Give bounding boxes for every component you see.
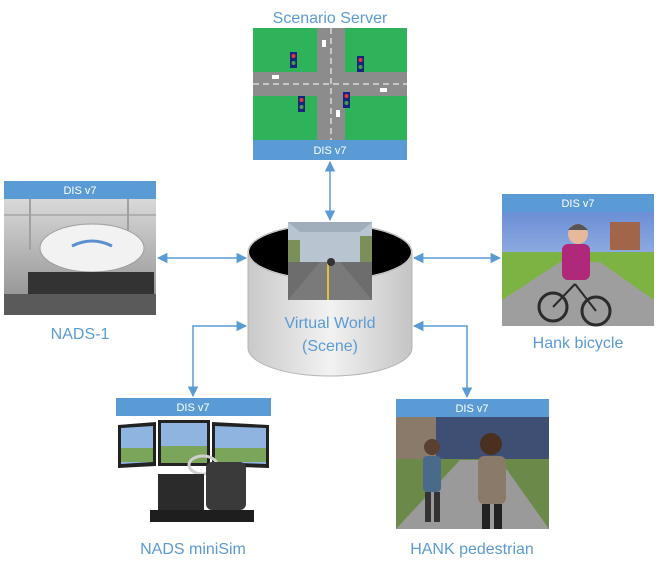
scenario-server-dis-bar — [253, 140, 407, 160]
scene-view-image — [288, 222, 372, 300]
nads1-dis-label: DIS v7 — [63, 185, 96, 197]
nads-minisim-image — [116, 416, 271, 528]
hank-bicycle-image — [502, 212, 654, 327]
nads1-label: NADS-1 — [51, 326, 110, 343]
hank-bicycle-dis-bar — [502, 194, 654, 212]
arrow-hank-pedestrian — [412, 320, 473, 399]
virtual-world-label: Virtual World — [285, 315, 376, 332]
node-nads1: DIS v7 NADS-1 — [4, 181, 156, 343]
arrow-nads-minisim — [187, 320, 248, 398]
nads-minisim-dis-bar — [116, 398, 271, 416]
hank-pedestrian-dis-bar — [396, 399, 549, 417]
scene-label: (Scene) — [302, 338, 358, 355]
hank-bicycle-dis-label: DIS v7 — [561, 198, 594, 210]
nads1-dis-bar — [4, 181, 156, 199]
virtual-world-cylinder: Virtual World (Scene) — [247, 222, 413, 377]
node-hank-pedestrian: DIS v7 HANK pedestrian — [396, 399, 549, 558]
hank-bicycle-label: Hank bicycle — [533, 335, 624, 352]
scenario-server-label: Scenario Server — [273, 10, 388, 27]
nads-minisim-dis-label: DIS v7 — [176, 402, 209, 414]
connectors — [156, 160, 502, 399]
hank-pedestrian-image — [396, 417, 549, 529]
node-hank-bicycle: DIS v7 Hank bicycle — [502, 194, 654, 352]
node-nads-minisim: DIS v7 NADS miniSim — [116, 398, 271, 558]
nads-minisim-label: NADS miniSim — [140, 541, 246, 558]
nads1-simulator-image — [4, 199, 156, 315]
scenario-server-dis-label: DIS v7 — [313, 145, 346, 157]
intersection-map-image — [253, 28, 407, 140]
hank-pedestrian-label: HANK pedestrian — [410, 541, 534, 558]
node-scenario-server: Scenario Server DIS v7 — [253, 10, 407, 160]
hank-pedestrian-dis-label: DIS v7 — [455, 403, 488, 415]
